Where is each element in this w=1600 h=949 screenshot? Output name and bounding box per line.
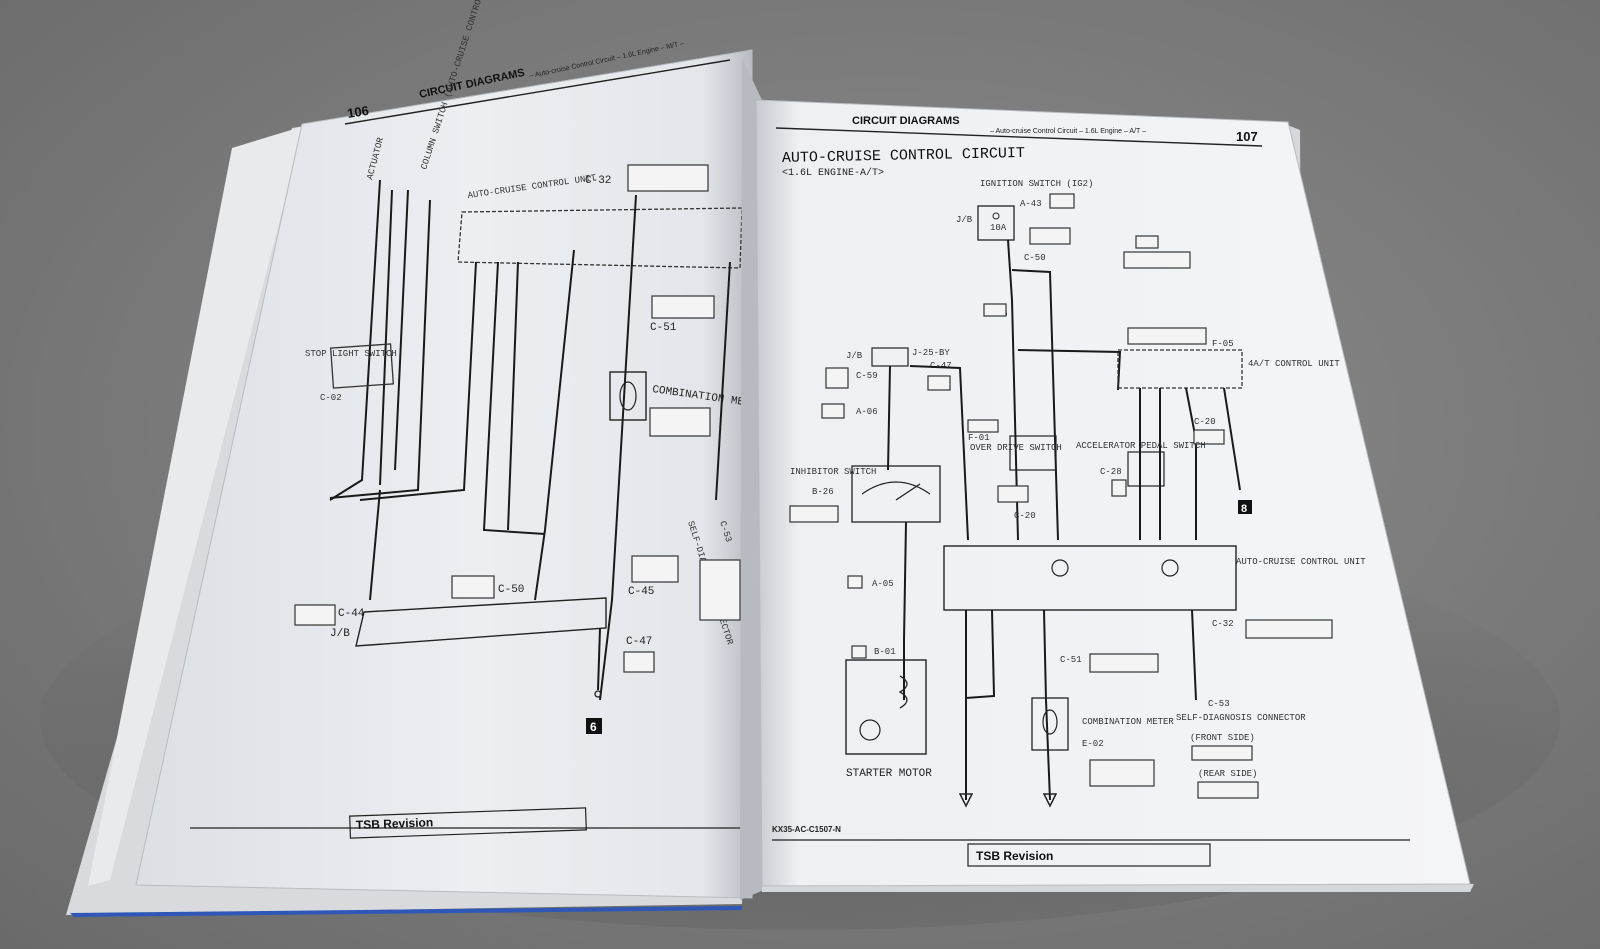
- right-conn-icon-x2: [1123, 251, 1191, 269]
- right-diagram-subtitle: <1.6L ENGINE-A/T>: [782, 167, 884, 179]
- right-ground-arrow-2: [1042, 793, 1058, 808]
- right-conn-c20-top: C-20: [1194, 417, 1216, 427]
- right-conn-icon-f01: [967, 419, 999, 433]
- right-conn-b26: B-26: [812, 487, 834, 497]
- right-footer-label: TSB Revision: [976, 849, 1053, 863]
- right-accel-label: ACCELERATOR PEDAL SWITCH: [1076, 441, 1206, 451]
- left-conn-icon-c44: [294, 604, 336, 626]
- left-conn-icon-c50: [451, 575, 495, 599]
- right-conn-icon-b26: [789, 505, 839, 523]
- right-marker-box: [1238, 500, 1252, 514]
- right-doc-code: KX35-AC-C1507-N: [772, 825, 841, 834]
- left-conn-c45: C-45: [628, 586, 654, 598]
- right-conn-c20: C-20: [1014, 511, 1036, 521]
- right-conn-icon-c20: [997, 485, 1029, 503]
- right-combination-meter-label: COMBINATION METER: [1082, 717, 1174, 727]
- right-conn-icon-jb: [1029, 227, 1071, 245]
- right-conn-icon-a06: [821, 403, 845, 419]
- left-page-marker-box: [586, 718, 602, 734]
- right-front-connector: [1191, 745, 1253, 761]
- right-conn-c51: C-51: [1060, 655, 1082, 665]
- right-ground-arrow-1: [958, 793, 974, 808]
- right-rear-connector: [1197, 781, 1259, 799]
- right-diagram-title: AUTO-CRUISE CONTROL CIRCUIT: [782, 145, 1025, 167]
- right-conn-icon-c20-top: [1193, 429, 1225, 445]
- left-conn-icon-c51: [651, 295, 715, 319]
- right-conn-icon-b01: [851, 645, 867, 659]
- right-over-drive-label: OVER DRIVE SWITCH: [970, 443, 1062, 453]
- right-jb-wire-label: J-25-BY: [912, 348, 950, 358]
- left-conn-c44: C-44: [338, 608, 365, 620]
- right-conn-icon-f05: [1127, 327, 1207, 345]
- left-conn-icon-c47: [623, 651, 655, 673]
- right-conn-c53: C-53: [1208, 699, 1230, 709]
- left-meter-connector: [649, 407, 711, 437]
- right-header-title: CIRCUIT DIAGRAMS: [852, 115, 960, 127]
- right-conn-c50: C-50: [1024, 253, 1046, 263]
- right-page-marker: 8: [1241, 503, 1247, 515]
- right-conn-icon-c32: [1245, 619, 1333, 639]
- right-conn-icon-c59: [825, 367, 849, 389]
- right-conn-c28: C-28: [1100, 467, 1122, 477]
- right-page: CIRCUIT DIAGRAMS – Auto-cruise Control C…: [755, 99, 1474, 892]
- left-stop-light-label: STOP LIGHT SWITCH: [305, 349, 397, 359]
- right-self-diag-label: SELF-DIAGNOSIS CONNECTOR: [1176, 713, 1306, 723]
- left-page-number: 106: [346, 103, 370, 121]
- right-header-subtitle: – Auto-cruise Control Circuit – 1.6L Eng…: [990, 128, 1146, 135]
- right-conn-b01: B-01: [874, 647, 896, 657]
- left-footer-label: TSB Revision: [356, 815, 434, 832]
- left-conn-c50: C-50: [498, 584, 524, 596]
- right-acu-label: AUTO-CRUISE CONTROL UNIT: [1236, 557, 1366, 567]
- left-conn-c51: C-51: [650, 322, 677, 334]
- right-rear-side-label: (REAR SIDE): [1198, 769, 1257, 779]
- right-conn-a06: A-06: [856, 407, 878, 417]
- right-front-side-label: (FRONT SIDE): [1190, 733, 1255, 743]
- left-self-diag-connector: [699, 559, 741, 621]
- left-conn-icon-c32: [627, 164, 709, 192]
- right-starter-label: STARTER MOTOR: [846, 768, 932, 780]
- right-conn-a43: A-43: [1020, 199, 1042, 209]
- left-conn-c32: C-32: [585, 175, 611, 187]
- right-conn-icon-a43: [1049, 193, 1075, 209]
- right-at-control-label: 4A/T CONTROL UNIT: [1248, 359, 1340, 369]
- right-conn-icon-c51: [1089, 653, 1159, 673]
- blue-cover-edge: [70, 906, 742, 917]
- right-conn-icon-a05: [847, 575, 863, 589]
- right-jb-small-label: J/B: [846, 351, 863, 361]
- left-conn-c02: C-02: [320, 393, 342, 403]
- right-conn-c32: C-32: [1212, 619, 1234, 629]
- right-meter-connector: [1089, 759, 1155, 787]
- right-conn-f05: F-05: [1212, 339, 1234, 349]
- right-conn-a05: A-05: [872, 579, 894, 589]
- right-conn-c59: C-59: [856, 371, 878, 381]
- left-page: 106 CIRCUIT DIAGRAMS – Auto-cruise Contr…: [66, 0, 797, 917]
- left-jb-label: J/B: [330, 628, 350, 640]
- right-fuse-label: 10A: [990, 223, 1007, 233]
- right-conn-icon-c47: [927, 375, 951, 391]
- left-conn-icon-c45: [631, 555, 679, 583]
- right-jb-label: J/B: [956, 215, 973, 225]
- left-page-marker: 6: [590, 720, 597, 734]
- right-page-number: 107: [1236, 129, 1258, 144]
- right-conn-c47: C-47: [930, 361, 952, 371]
- left-conn-c47: C-47: [626, 636, 652, 648]
- right-conn-icon-c28: [1111, 479, 1127, 497]
- right-conn-f01: F-01: [968, 433, 990, 443]
- right-conn-icon-c16: [983, 303, 1007, 317]
- right-conn-e02: E-02: [1082, 739, 1104, 749]
- right-ignition-label: IGNITION SWITCH (IG2): [980, 179, 1093, 189]
- right-inhibitor-label: INHIBITOR SWITCH: [790, 467, 876, 477]
- right-conn-icon-x1: [1135, 235, 1159, 249]
